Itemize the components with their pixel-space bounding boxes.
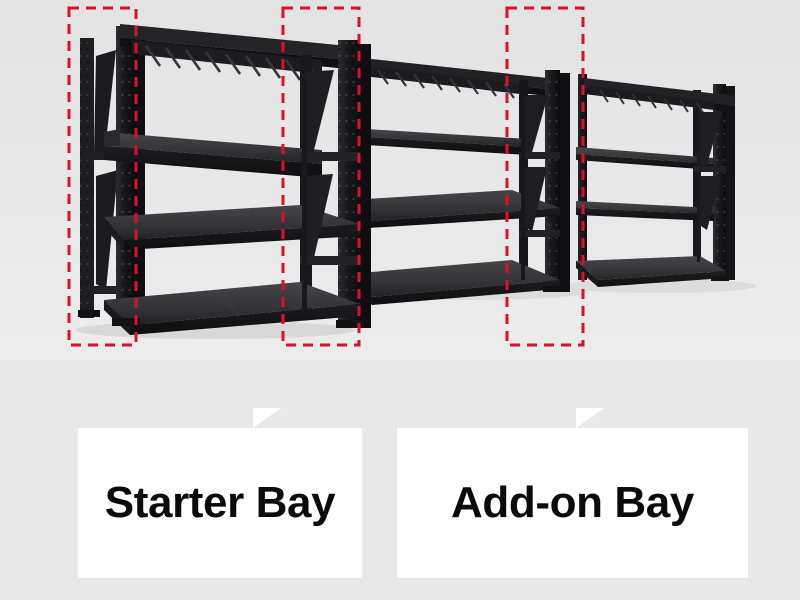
add-on-bay-callout-pointer: [576, 408, 604, 428]
starter-bay-callout: Starter Bay: [78, 428, 362, 578]
shelving-bay-1: [75, 24, 371, 339]
highlight-regions: [67, 6, 585, 347]
starter-bay-label: Starter Bay: [104, 478, 336, 527]
add-on-bay-callout: Add-on Bay: [397, 428, 748, 578]
highlight-addon-right-upright: [505, 6, 585, 347]
shelving-bay-3: [564, 74, 756, 293]
add-on-bay-label: Add-on Bay: [451, 478, 694, 527]
starter-bay-callout-pointer: [253, 408, 281, 428]
highlight-starter-right-upright: [281, 6, 361, 347]
